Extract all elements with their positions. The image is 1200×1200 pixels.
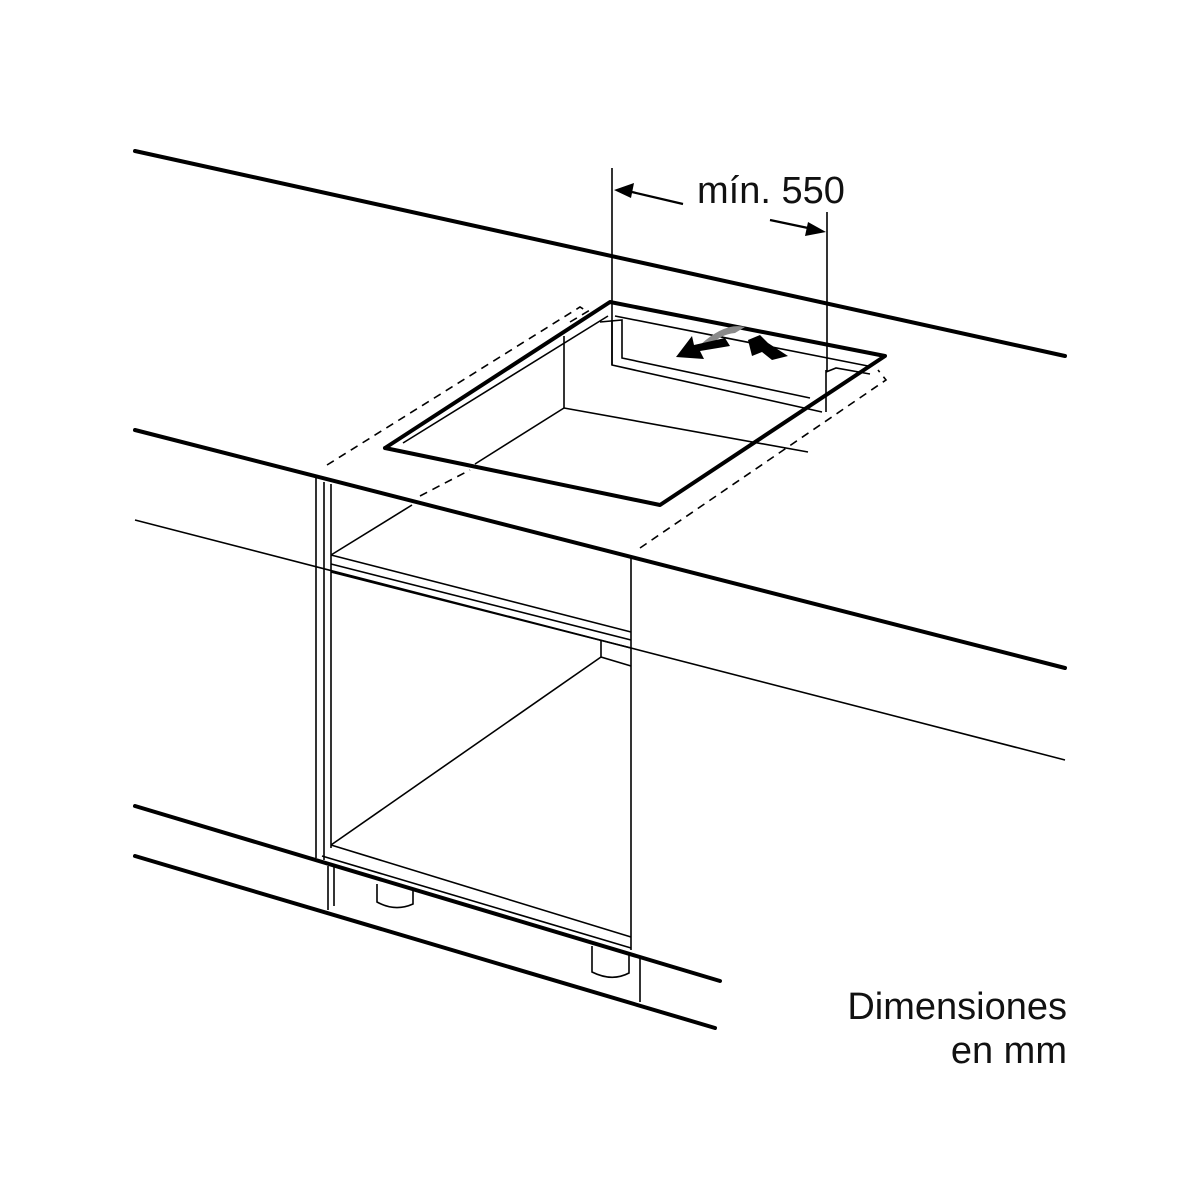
hob-dashed-outline-left [326,306,589,466]
airflow-arrow-left-icon [676,336,730,359]
back-recess-inner [599,319,811,399]
countertop-front-edge [133,428,1067,670]
cabinet-top-inner-left [330,504,413,556]
cutout-outline [383,300,887,507]
units-note: Dimensiones en mm [847,985,1067,1073]
cavity-floor-back [563,407,809,453]
dimension-arrowhead-left [614,183,634,198]
bottom-rail-top [330,844,632,938]
units-note-line1: Dimensiones [847,986,1067,1028]
rail-mid [330,563,632,641]
recess-right-step [825,367,871,375]
dimension-arrow-right-line [769,218,809,230]
cabinet-foot-right [591,946,630,979]
bottom-rail-bottom [321,855,632,949]
plinth-bottom-line [133,854,717,1030]
hob-dashed-outline-right [639,369,888,549]
cutout-inner-rim-left [402,315,609,444]
cabinet-floor-diagonal [330,656,602,846]
dimension-label: mín. 550 [697,170,845,212]
cutout-inner-rim-back [614,315,869,367]
cavity-floor-left [474,407,565,465]
rail-top [330,554,632,633]
back-edge-line [133,149,1067,358]
cabinet-foot-left [376,884,414,909]
airflow-arrow-right-icon [748,335,788,360]
hob-dashed-under-left [419,469,471,497]
dimension-arrow-left-line [631,190,684,206]
units-note-line2: en mm [950,1030,1067,1072]
hob-dashed-under-right [569,309,591,323]
rail-bottom [330,571,632,649]
plinth-top-line [133,804,722,983]
dimension-arrowhead-right [805,222,826,236]
